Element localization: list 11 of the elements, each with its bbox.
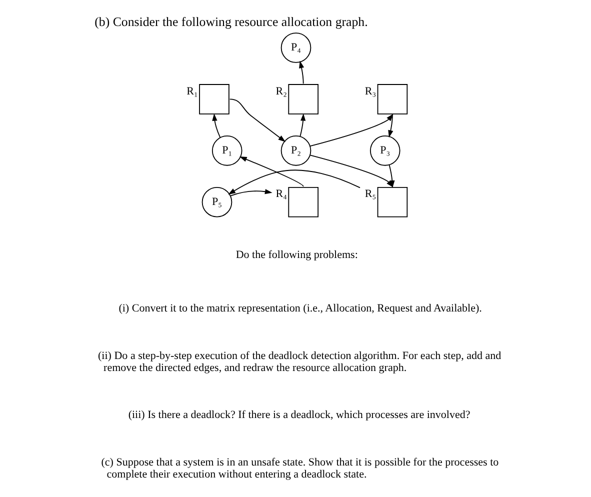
node-label: R₄ (275, 188, 286, 200)
label: (c) Suppose that a system is in an unsafe state. Show that it is possible for the processes to complete their execution without entering a deadlock state. (100, 456, 498, 480)
node-label: R₃ (364, 85, 376, 98)
node-label: R₅ (364, 188, 376, 200)
label: (ii) Do a step-by-step execution of the deadlock detection algorithm. For each step, add and remove the directed edges, and redraw the resource allocation graph. (98, 350, 501, 374)
label: (i) Convert it to the matrix representation (i.e., Allocation, Request and Available). (118, 302, 482, 315)
label: (iii) Is there a deadlock? If there is a deadlock, which processes are involved? (128, 409, 470, 422)
diagram-title: (b) Consider the following resource allocation graph. (94, 14, 368, 29)
label: Do the following problems: (235, 249, 358, 262)
node-label: R₁ (186, 85, 198, 98)
node-label: R₂ (275, 85, 286, 98)
